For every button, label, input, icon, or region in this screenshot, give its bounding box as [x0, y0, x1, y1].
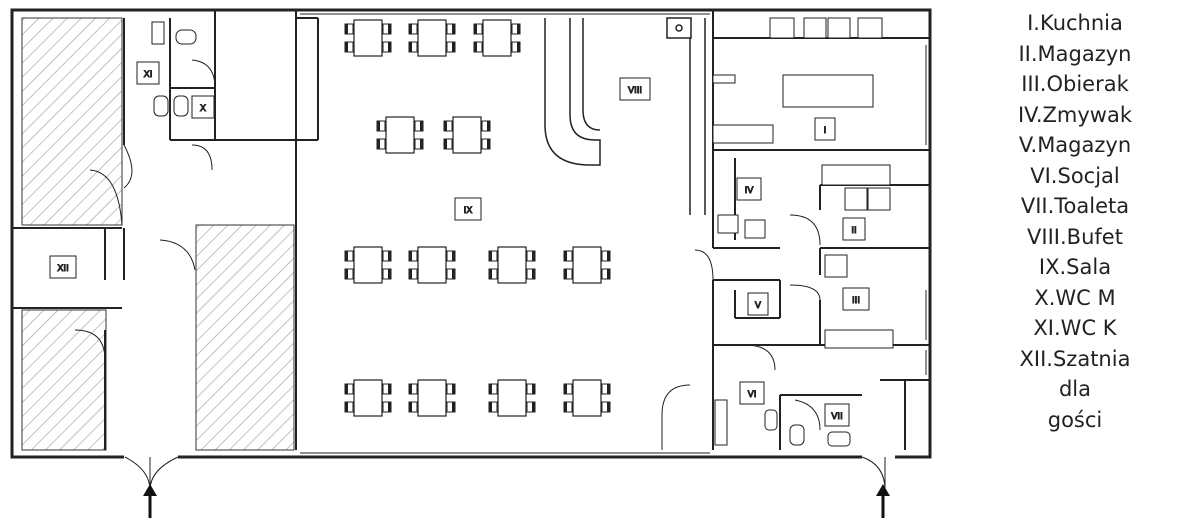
table-12 [488, 379, 536, 417]
outer-walls [10, 8, 932, 459]
room-label-i: I [814, 117, 836, 141]
svg-text:IX: IX [464, 206, 473, 216]
table-13 [563, 379, 611, 417]
legend-item-v: V.Magazyn [1018, 133, 1132, 157]
staff-entrance-arrow [876, 484, 890, 518]
hatched-areas [21, 17, 295, 451]
svg-text:III: III [852, 296, 860, 306]
legend-item-ix: IX.Sala [1038, 255, 1112, 279]
legend-item-ii: II.Magazyn [1018, 41, 1132, 66]
table-10 [344, 379, 392, 417]
svg-text:II: II [851, 226, 856, 236]
table-2 [408, 19, 456, 57]
svg-text:VI: VI [748, 390, 757, 400]
sala-door [661, 384, 691, 450]
room-labels: XI X XII IX VIII I IV II III V VI VII [49, 61, 870, 427]
doors-right [694, 214, 886, 491]
room-label-xii: XII [49, 255, 77, 279]
table-4 [376, 116, 424, 154]
table-7 [408, 246, 456, 284]
room-label-vi: VI [739, 381, 765, 405]
table-5 [443, 116, 491, 154]
legend-item-xii: XII.Szatnia [1019, 346, 1131, 371]
svg-text:IV: IV [745, 186, 755, 196]
table-8 [488, 246, 536, 284]
table-9 [563, 246, 611, 284]
room-label-iv: IV [736, 177, 762, 201]
sala-tables [344, 19, 611, 417]
svg-text:X: X [200, 104, 206, 114]
legend-item-x: X.WC M [1034, 285, 1116, 310]
floor-plan: XI X XII IX VIII I IV II III V VI VII [10, 8, 932, 518]
legend-item-xi: XI.WC K [1033, 316, 1117, 340]
table-3 [473, 19, 521, 57]
room-label-x: X [191, 95, 215, 119]
room-label-ix: IX [454, 197, 482, 221]
svg-text:I: I [824, 126, 827, 136]
legend-item-xii-line3: gości [1047, 407, 1103, 432]
bufet-counter [544, 17, 706, 215]
svg-text:V: V [755, 301, 762, 311]
room-legend: I.Kuchnia II.Magazyn III.Obierak IV.Zmyw… [960, 8, 1190, 435]
legend-item-i: I.Kuchnia [1027, 11, 1123, 35]
legend-item-viii: VIII.Bufet [1027, 224, 1123, 249]
room-label-v: V [747, 292, 769, 316]
svg-text:VII: VII [831, 412, 842, 422]
room-label-ii: II [842, 217, 866, 241]
svg-text:XII: XII [57, 264, 68, 274]
main-entrance-arrow [143, 484, 157, 518]
interior-walls-left [12, 10, 319, 450]
legend-item-vi: VI.Socjal [1030, 163, 1120, 188]
legend-item-xii-line2: dla [1058, 377, 1092, 401]
table-11 [408, 379, 456, 417]
svg-text:XI: XI [144, 70, 153, 80]
table-6 [344, 246, 392, 284]
legend-item-vii: VII.Toaleta [1020, 194, 1130, 218]
table-1 [344, 19, 392, 57]
svg-text:VIII: VIII [628, 86, 642, 96]
room-label-xi: XI [136, 61, 160, 85]
room-label-viii: VIII [619, 77, 651, 101]
room-label-vii: VII [824, 403, 850, 427]
room-label-iii: III [842, 287, 870, 311]
kitchen-equipment [712, 17, 894, 447]
legend-item-iii: III.Obierak [1021, 72, 1129, 96]
wc-fixtures [151, 21, 197, 117]
legend-item-iv: IV.Zmywak [1017, 102, 1132, 127]
window-marks [300, 13, 710, 454]
